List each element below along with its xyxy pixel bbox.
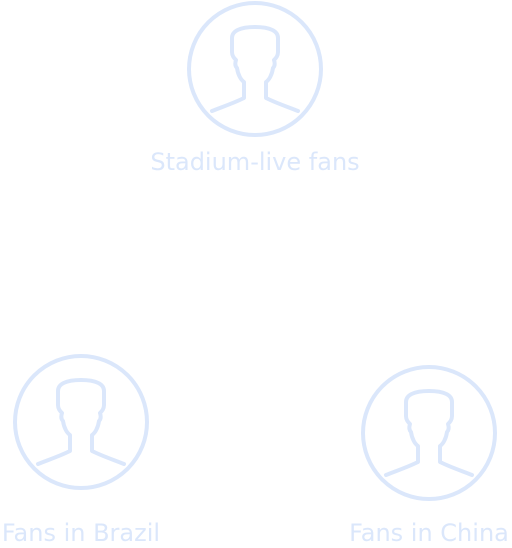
node-label: Stadium-live fans — [150, 148, 360, 176]
user-avatar-icon — [360, 364, 498, 502]
user-avatar-icon — [12, 353, 150, 491]
node-label: Fans in China — [349, 519, 509, 547]
node-label: Fans in Brazil — [1, 519, 161, 547]
user-avatar-icon — [186, 0, 324, 138]
